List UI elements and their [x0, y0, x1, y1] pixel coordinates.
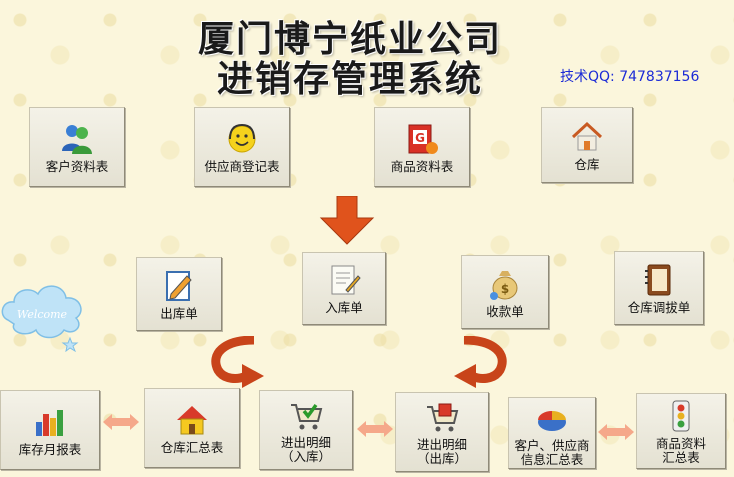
smiley-headset-icon: [228, 123, 256, 152]
supplier-register-button[interactable]: 供应商登记表: [194, 107, 290, 187]
warehouse-label: 仓库: [574, 156, 600, 172]
support-contact: 技术QQ: 747837156: [560, 69, 700, 85]
welcome-cloud-icon: Welcome: [1, 285, 82, 352]
traffic-light-icon: [672, 400, 690, 431]
warehouse-transfer-label: 仓库调拔单: [627, 299, 691, 315]
customer-supplier-summary-button[interactable]: 客户、供应商 信息汇总表: [508, 397, 596, 469]
product-summary-button[interactable]: 商品资料 汇总表: [636, 393, 726, 469]
edit-note-icon: [166, 270, 192, 301]
detail-outbound-button[interactable]: 进出明细 （出库）: [395, 392, 489, 472]
double-arrow-icon: [357, 421, 393, 437]
house-yellow-icon: [177, 405, 207, 434]
bar-chart-icon: [36, 409, 63, 436]
product-info-label: 商品资料表: [390, 158, 454, 174]
detail-inbound-label-line1: 进出明细: [280, 434, 331, 450]
money-bag-icon: $: [490, 270, 518, 300]
curved-arrow-left-icon: [454, 336, 507, 388]
double-arrow-icon: [598, 424, 634, 440]
warehouse-transfer-button[interactable]: 仓库调拔单: [614, 251, 704, 325]
customer-supplier-summary-label-line2: 信息汇总表: [520, 451, 584, 467]
detail-inbound-button[interactable]: 进出明细 （入库）: [259, 390, 353, 470]
warehouse-summary-button[interactable]: 仓库汇总表: [144, 388, 240, 468]
outbound-order-button[interactable]: 出库单: [136, 257, 222, 331]
supplier-register-label: 供应商登记表: [204, 158, 280, 174]
inbound-order-label: 入库单: [325, 300, 363, 315]
inbound-order-button[interactable]: 入库单: [302, 252, 386, 325]
welcome-text: Welcome: [17, 308, 68, 321]
svg-text:G: G: [415, 131, 425, 145]
users-icon: [62, 124, 92, 154]
warehouse-button[interactable]: 仓库: [541, 107, 633, 183]
warehouse-summary-label: 仓库汇总表: [160, 439, 224, 455]
curved-arrow-right-icon: [211, 336, 264, 388]
customer-info-button[interactable]: 客户资料表: [29, 107, 125, 187]
product-summary-label-line1: 商品资料: [655, 435, 706, 451]
app-title-line2: 进销存管理系统: [216, 58, 483, 100]
receipt-order-label: 收款单: [486, 303, 524, 319]
detail-outbound-label-line1: 进出明细: [416, 436, 467, 452]
app-title-line1: 厦门博宁纸业公司: [197, 18, 502, 60]
detail-inbound-label-line2: （入库）: [280, 448, 331, 464]
monthly-stock-report-button[interactable]: 库存月报表: [0, 390, 100, 470]
cart-check-icon: [291, 403, 323, 429]
cart-box-icon: [427, 403, 459, 431]
document-pencil-icon: [331, 265, 361, 295]
customer-supplier-summary-label-line1: 客户、供应商: [514, 437, 590, 453]
house-icon: [571, 121, 603, 150]
pie-chart-icon: [538, 410, 566, 431]
receipt-order-button[interactable]: $ 收款单: [461, 255, 549, 329]
monthly-stock-report-label: 库存月报表: [18, 441, 82, 457]
double-arrow-icon: [103, 414, 139, 430]
outbound-order-label: 出库单: [160, 305, 198, 321]
detail-outbound-label-line2: （出库）: [416, 450, 467, 466]
product-summary-label-line2: 汇总表: [662, 449, 700, 465]
notebook-icon: [645, 264, 671, 295]
customer-info-label: 客户资料表: [45, 158, 109, 174]
product-info-button[interactable]: G 商品资料表: [374, 107, 470, 187]
product-book-icon: G: [408, 124, 438, 154]
down-arrow-icon: [319, 196, 375, 245]
svg-text:$: $: [501, 282, 509, 296]
